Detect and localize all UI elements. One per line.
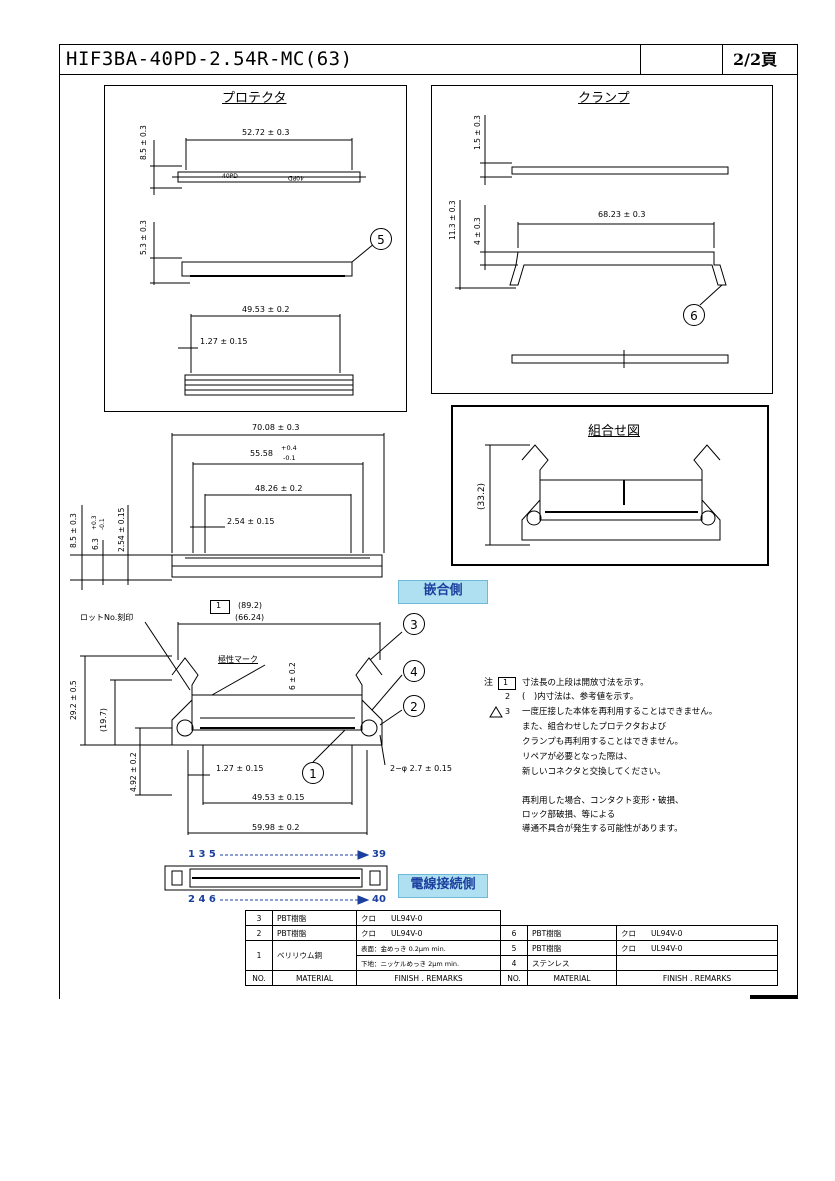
note4-line-3: 導通不具合が発生する可能性があります。	[522, 824, 683, 834]
note-flag-box-1	[210, 600, 230, 614]
mat-material: PBT樹脂	[272, 910, 357, 926]
clamp-title: クランプ	[578, 91, 630, 106]
protector-dim-pitch-width: 49.53 ± 0.2	[242, 305, 290, 314]
assembly-panel	[451, 405, 769, 566]
side-dim-55-plus: +0.4	[281, 444, 297, 452]
mat-finish-2: 下地：ニッケルめっき 2μm min.	[356, 955, 501, 971]
mat-finish: クロ UL94V-0	[616, 940, 778, 956]
title-cell-2	[641, 44, 723, 74]
note2-num: 2	[505, 692, 511, 701]
front-dim-1-27: 1.27 ± 0.15	[216, 764, 264, 773]
side-dim-70: 70.08 ± 0.3	[252, 423, 300, 432]
front-dim-89: (89.2)	[238, 601, 263, 610]
title-cell-1	[59, 44, 641, 74]
mating-side-badge: 嵌合側	[398, 580, 488, 604]
callout-4: 4	[403, 660, 425, 682]
title-divider	[59, 74, 798, 75]
mat-header-no: NO.	[500, 970, 528, 986]
mat-header-finish: FINISH . REMARKS	[356, 970, 501, 986]
callout-5: 5	[370, 228, 392, 250]
mat-no: 2	[245, 925, 273, 941]
note3-line-5: 新しいコネクタと交換してください。	[522, 767, 666, 777]
mat-material: ベリリウム銅	[272, 940, 357, 971]
side-dim-55: 55.58	[250, 449, 273, 458]
mat-material: ステンレス	[527, 955, 617, 971]
side-dim-2-54: 2.54 ± 0.15	[227, 517, 275, 526]
cable-side-badge: 電線接続側	[398, 874, 488, 898]
assembly-title: 組合せ図	[588, 424, 641, 439]
note3-line-4: リペアが必要となった際は、	[522, 752, 633, 762]
mat-finish	[616, 955, 778, 971]
front-dim-66: (66.24)	[235, 613, 265, 622]
pin-row-top-right: 39	[372, 849, 386, 860]
note3-num: 3	[505, 707, 511, 716]
note1-text: 寸法長の上段は開放寸法を示す。	[522, 678, 649, 688]
pin-row-bottom-left: 2 4 6	[188, 894, 216, 905]
front-dim-49: 49.53 ± 0.15	[252, 793, 305, 802]
pin-row-bottom-right: 40	[372, 894, 386, 905]
mat-finish: 表面：金めっき 0.2μm min.	[356, 940, 501, 956]
mat-material: PBT樹脂	[272, 925, 357, 941]
callout-1: 1	[302, 762, 324, 784]
note-flag-1: 1	[216, 601, 222, 610]
drawing-frame	[59, 44, 798, 999]
mat-finish: クロ UL94V-0	[356, 925, 501, 941]
notes-prefix: 注	[484, 678, 494, 688]
mat-empty	[500, 910, 778, 926]
callout-3: 3	[403, 613, 425, 635]
mat-finish: クロ UL94V-0	[356, 910, 501, 926]
protector-marking-left: 40PD	[222, 173, 238, 180]
frame-bottom-bar	[750, 995, 798, 999]
materials-table: 3 PBT樹脂 クロ UL94V-0 2 PBT樹脂 クロ UL94V-0 6 …	[245, 910, 778, 986]
clamp-panel	[431, 85, 773, 394]
note2-text: ( )内寸法は、参考値を示す。	[522, 692, 639, 702]
callout-2: 2	[403, 695, 425, 717]
note1-flag-box	[498, 677, 516, 690]
note3-line-3: クランプも再利用することはできません。	[522, 737, 683, 747]
note4-line-1: 再利用した場合、コンタクト変形・破損、	[522, 796, 684, 806]
mat-no: 3	[245, 910, 273, 926]
protector-dim-pitch: 1.27 ± 0.15	[200, 337, 248, 346]
lot-number-label: ロットNo.刻印	[80, 613, 134, 622]
side-dim-48: 48.26 ± 0.2	[255, 484, 303, 493]
part-number: HIF3BA-40PD-2.54R-MC(63)	[66, 48, 353, 70]
mat-header-finish: FINISH . REMARKS	[616, 970, 778, 986]
side-dim-55-minus: -0.1	[283, 454, 296, 462]
mat-no: 4	[500, 955, 528, 971]
page-number: 2/2頁	[733, 50, 778, 69]
front-dim-hole: 2−φ 2.7 ± 0.15	[390, 764, 452, 773]
mat-material: PBT樹脂	[527, 940, 617, 956]
note1-flag: 1	[503, 678, 509, 687]
note3-line-1: 一度圧接した本体を再利用することはできません。	[522, 707, 718, 717]
mat-finish: クロ UL94V-0	[616, 925, 778, 941]
note4-line-2: ロック部破損、等による	[522, 810, 616, 820]
mat-header-material: MATERIAL	[272, 970, 357, 986]
mat-material: PBT樹脂	[527, 925, 617, 941]
front-dim-59: 59.98 ± 0.2	[252, 823, 300, 832]
protector-dim-width: 52.72 ± 0.3	[242, 128, 290, 137]
mat-no: 6	[500, 925, 528, 941]
pin-row-top-left: 1 3 5	[188, 849, 216, 860]
mat-no: 5	[500, 940, 528, 956]
mat-no: 1	[245, 940, 273, 971]
mat-header-material: MATERIAL	[527, 970, 617, 986]
polarity-mark-label: 極性マーク	[218, 655, 258, 664]
clamp-dim-width: 68.23 ± 0.3	[598, 210, 646, 219]
note3-line-2: また、組合わせしたプロテクタおよび	[522, 722, 667, 732]
mat-header-no: NO.	[245, 970, 273, 986]
callout-6: 6	[683, 304, 705, 326]
protector-title: プロテクタ	[222, 91, 287, 106]
protector-panel	[104, 85, 407, 412]
